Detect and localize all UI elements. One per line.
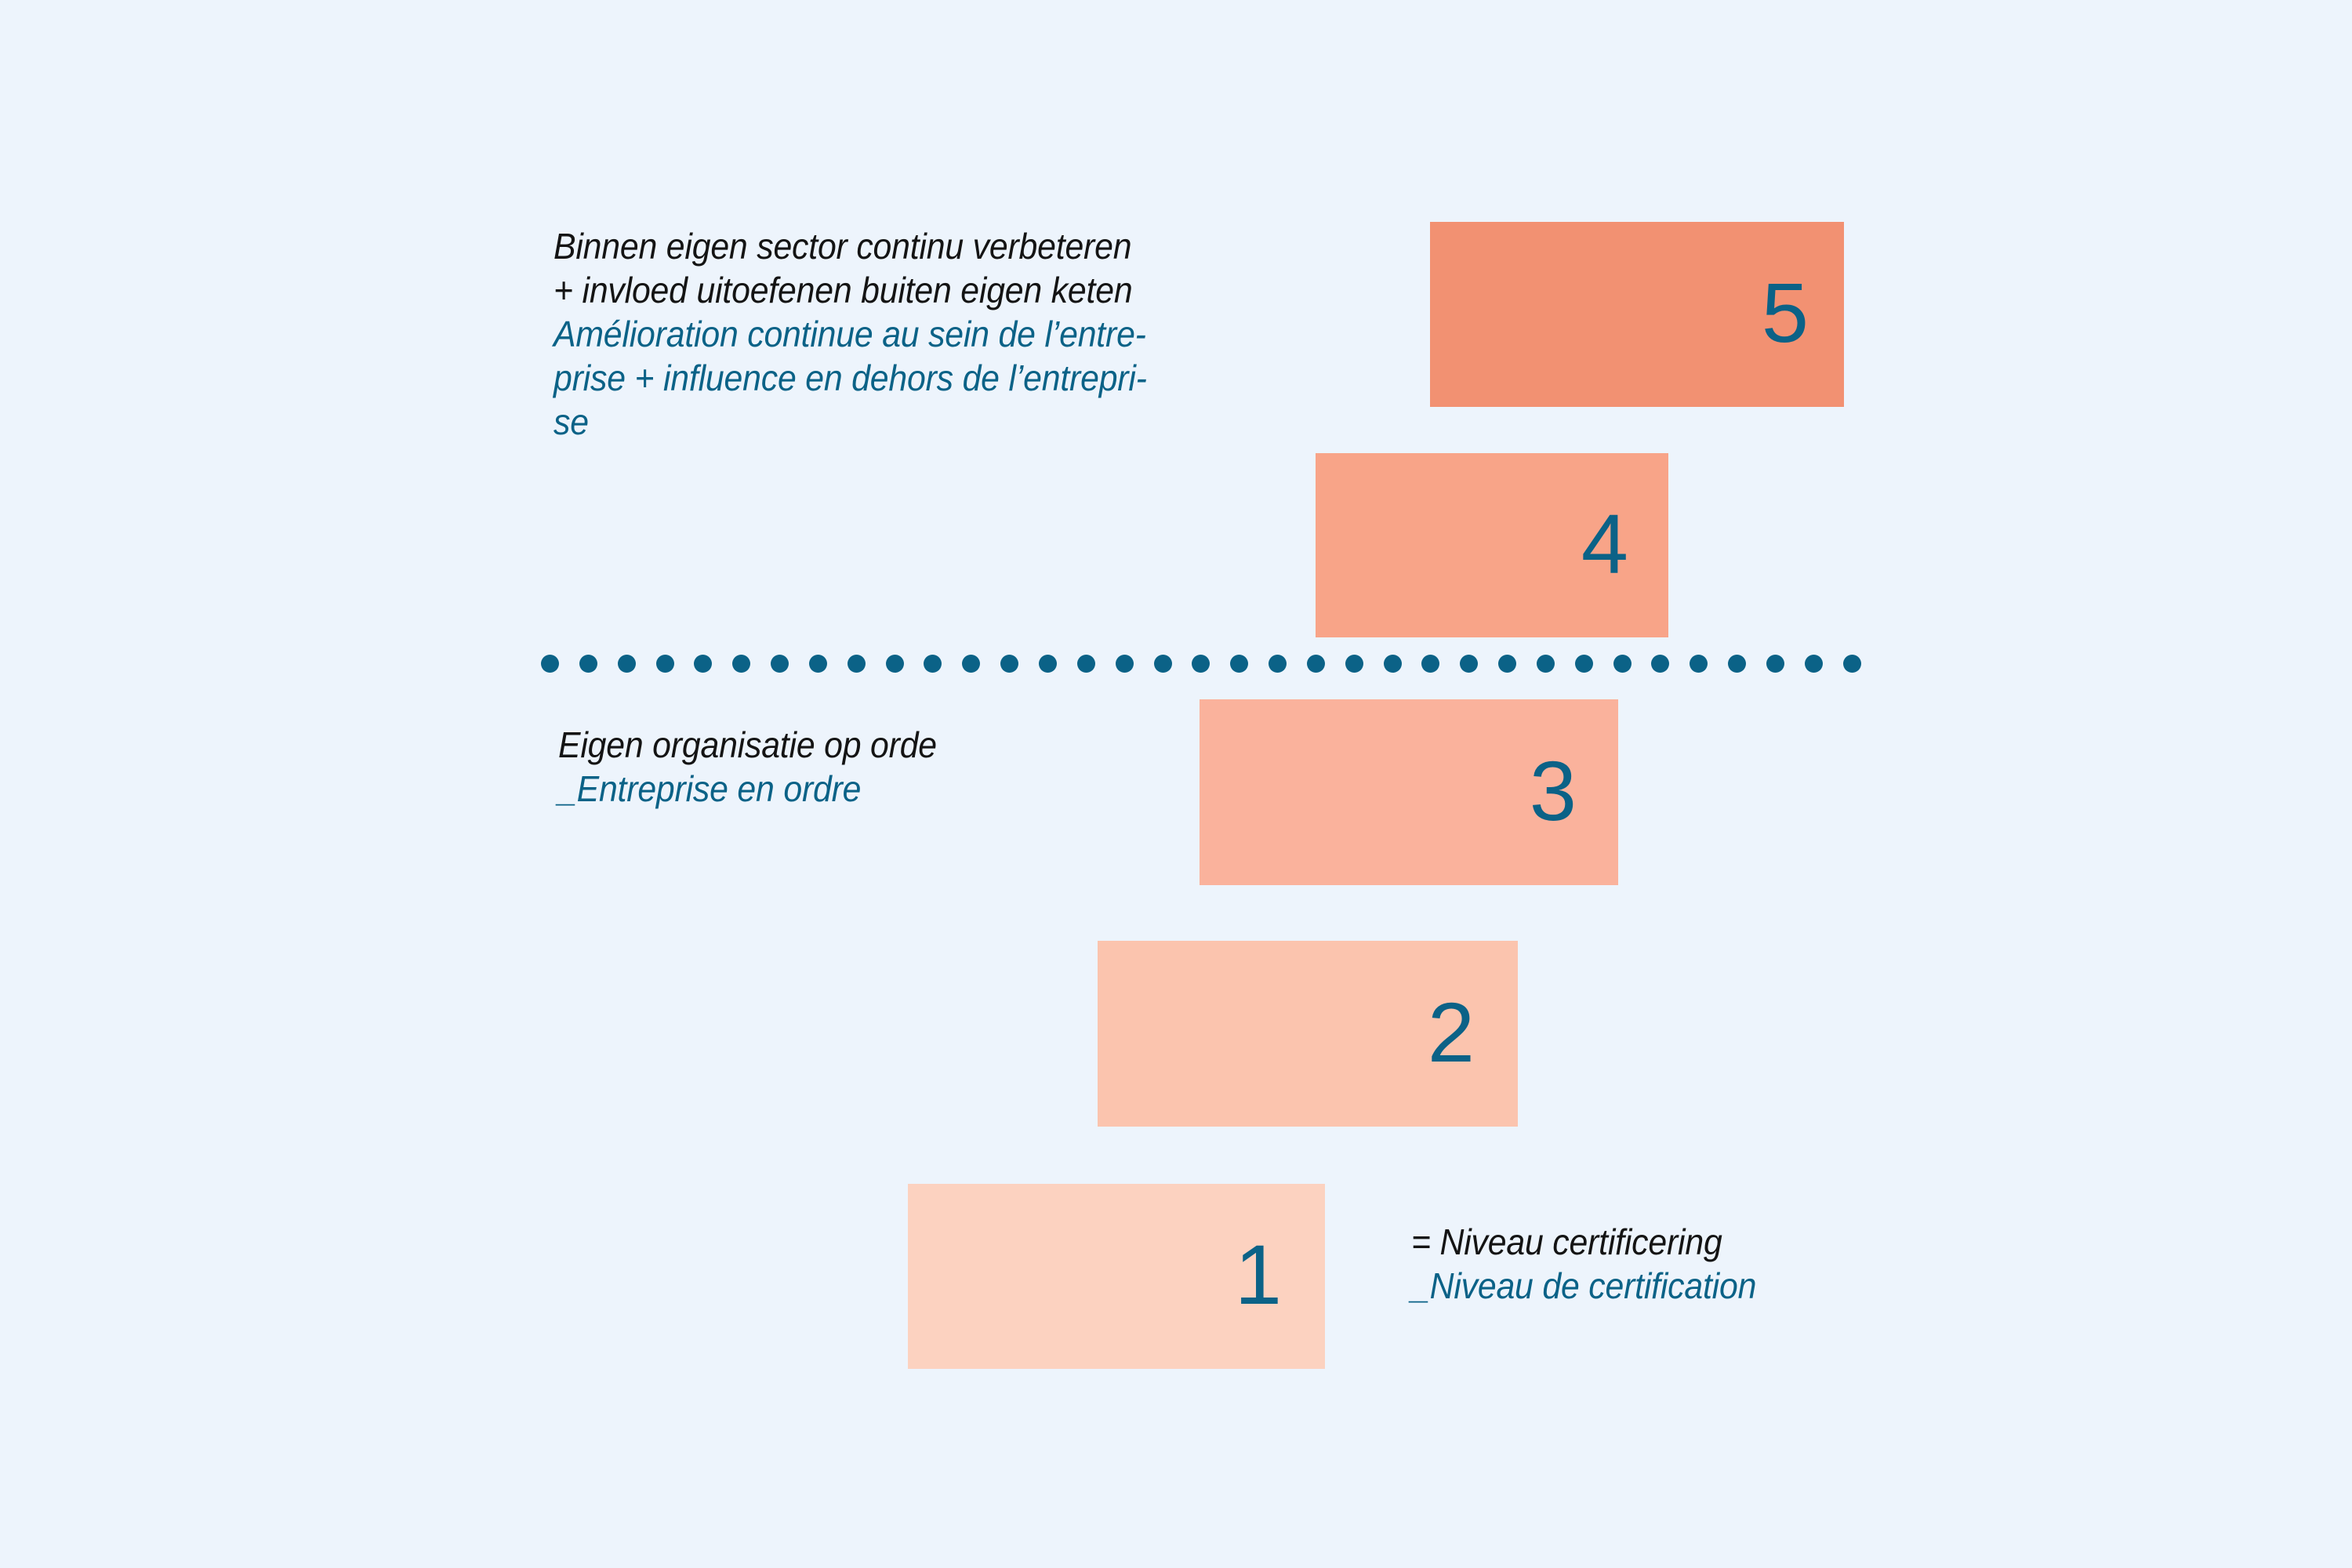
divider-dot (1804, 654, 1823, 673)
divider-dot (1842, 654, 1861, 673)
divider-dot (694, 654, 713, 673)
divider-dot (1000, 654, 1019, 673)
divider-dot (1460, 654, 1479, 673)
upper-tier-fr-line-3: se (554, 401, 589, 443)
level-bar-3-label: 3 (1529, 742, 1577, 838)
divider-dot (1306, 654, 1325, 673)
divider-dot (924, 654, 942, 673)
legend-fr-line-1: _Niveau de certification (1411, 1265, 1757, 1307)
divider-dot (1498, 654, 1517, 673)
divider-dot (771, 654, 789, 673)
divider-dot (579, 654, 597, 673)
divider-dot (1269, 654, 1287, 673)
divider-dot (1115, 654, 1134, 673)
divider-dot (808, 654, 827, 673)
divider-dot (885, 654, 904, 673)
lower-tier-nl-line-1: Eigen organisatie op orde (558, 724, 937, 765)
upper-tier-description: Binnen eigen sector continu verbeteren +… (554, 224, 1370, 445)
upper-tier-fr-line-2: prise + influence en dehors de l’entrepr… (554, 358, 1147, 399)
divider-dot (1345, 654, 1363, 673)
divider-dot (1153, 654, 1172, 673)
legend-nl-line-1: = Niveau certificering (1411, 1221, 1722, 1262)
divider-dot (541, 654, 559, 673)
divider-dot (1728, 654, 1747, 673)
dotted-divider (541, 654, 1861, 673)
divider-dot (1230, 654, 1249, 673)
level-bar-2-label: 2 (1427, 984, 1475, 1080)
upper-tier-fr-line-1: Amélioration continue au sein de l’entre… (554, 314, 1146, 355)
divider-dot (962, 654, 981, 673)
divider-dot (732, 654, 751, 673)
level-bar-2: 2 (1098, 941, 1518, 1127)
divider-dot (1192, 654, 1210, 673)
divider-dot (655, 654, 674, 673)
upper-tier-nl-line-1: Binnen eigen sector continu verbeteren (554, 226, 1132, 267)
upper-tier-nl-line-2: + invloed uitoefenen buiten eigen keten (554, 270, 1133, 311)
divider-dot (1421, 654, 1440, 673)
level-bar-5: 5 (1430, 222, 1844, 407)
divider-dot (1574, 654, 1593, 673)
level-bar-3: 3 (1200, 699, 1618, 885)
divider-dot (1383, 654, 1402, 673)
lower-tier-description: Eigen organisatie op orde _Entreprise en… (558, 723, 1214, 811)
divider-dot (1651, 654, 1670, 673)
divider-dot (1038, 654, 1057, 673)
divider-dot (1766, 654, 1784, 673)
divider-dot (1613, 654, 1632, 673)
divider-dot (1690, 654, 1708, 673)
level-bar-1: 1 (908, 1184, 1325, 1369)
divider-dot (847, 654, 866, 673)
divider-dot (1076, 654, 1095, 673)
lower-tier-fr-line-1: _Entreprise en ordre (558, 768, 862, 810)
certification-legend: = Niveau certificering _Niveau de certif… (1411, 1220, 1965, 1308)
level-bar-5-label: 5 (1761, 265, 1809, 360)
divider-dot (617, 654, 636, 673)
level-bar-4: 4 (1316, 453, 1668, 637)
level-bar-4-label: 4 (1581, 495, 1628, 591)
level-bar-1-label: 1 (1234, 1227, 1282, 1322)
divider-dot (1536, 654, 1555, 673)
